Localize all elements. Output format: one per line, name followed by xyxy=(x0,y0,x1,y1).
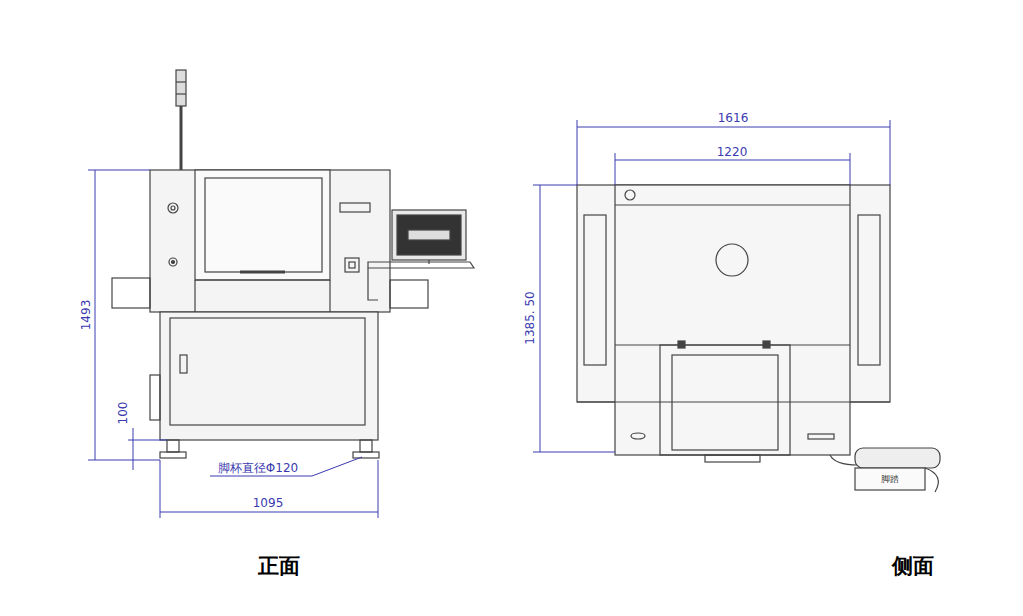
dimension-label: 1493 xyxy=(80,299,92,332)
dimension-label: 1385. 50 xyxy=(524,290,536,345)
view-title: 正面 xyxy=(257,556,301,577)
dimension-label: 1220 xyxy=(716,146,749,158)
dimension-label: 1095 xyxy=(252,497,285,509)
dimension-label: 100 xyxy=(117,401,129,426)
view-title: 侧面 xyxy=(891,556,935,577)
dimension-label: 1616 xyxy=(717,112,750,124)
foot-cup-note: 脚杯直径Φ120 xyxy=(217,462,299,474)
pedal-label: 脚踏 xyxy=(880,475,900,484)
